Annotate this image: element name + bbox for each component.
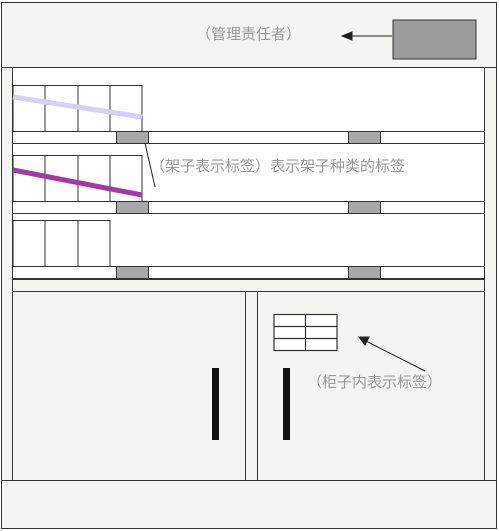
shelf-2-board <box>12 201 485 214</box>
shelf-1-label-right <box>348 131 381 144</box>
cabinet-inner-label-grid <box>273 313 338 352</box>
cabinet-label-arrow-line <box>365 340 426 372</box>
bottom-plinth <box>1 480 497 529</box>
right-side-post <box>484 67 497 481</box>
middle-divider <box>12 279 485 292</box>
manager-arrow-head <box>340 31 353 41</box>
cabinet-label-caption: （柜子内表示标签） <box>307 373 443 391</box>
cabinet-label-arrow-head <box>358 336 370 346</box>
left-door-handle <box>212 368 219 440</box>
shelf-3-label-right <box>348 266 381 279</box>
shelf-2-purple-stripe <box>12 167 143 198</box>
shelf-3-label-left <box>116 266 149 279</box>
shelf-1-light-stripe <box>12 94 143 120</box>
door-divider <box>245 291 258 481</box>
shelf-2-label-right <box>348 201 381 214</box>
left-door <box>12 291 246 481</box>
manager-caption: （管理责任者） <box>196 25 302 43</box>
shelf-1-boxes <box>12 85 143 133</box>
shelf-label-caption: （架子表示标签）表示架子种类的标签 <box>150 157 406 175</box>
shelf-2-label-left <box>116 201 149 214</box>
shelf-2-boxes <box>12 155 143 203</box>
shelf-1-label-left <box>116 131 149 144</box>
right-door-handle <box>283 368 290 440</box>
shelf-1-board <box>12 131 485 144</box>
manager-tag <box>392 19 477 60</box>
shelf-3-board <box>12 266 485 279</box>
shelf-3-boxes <box>12 220 111 267</box>
shelf-label-pointer-line <box>144 142 156 188</box>
left-side-post <box>1 67 13 481</box>
